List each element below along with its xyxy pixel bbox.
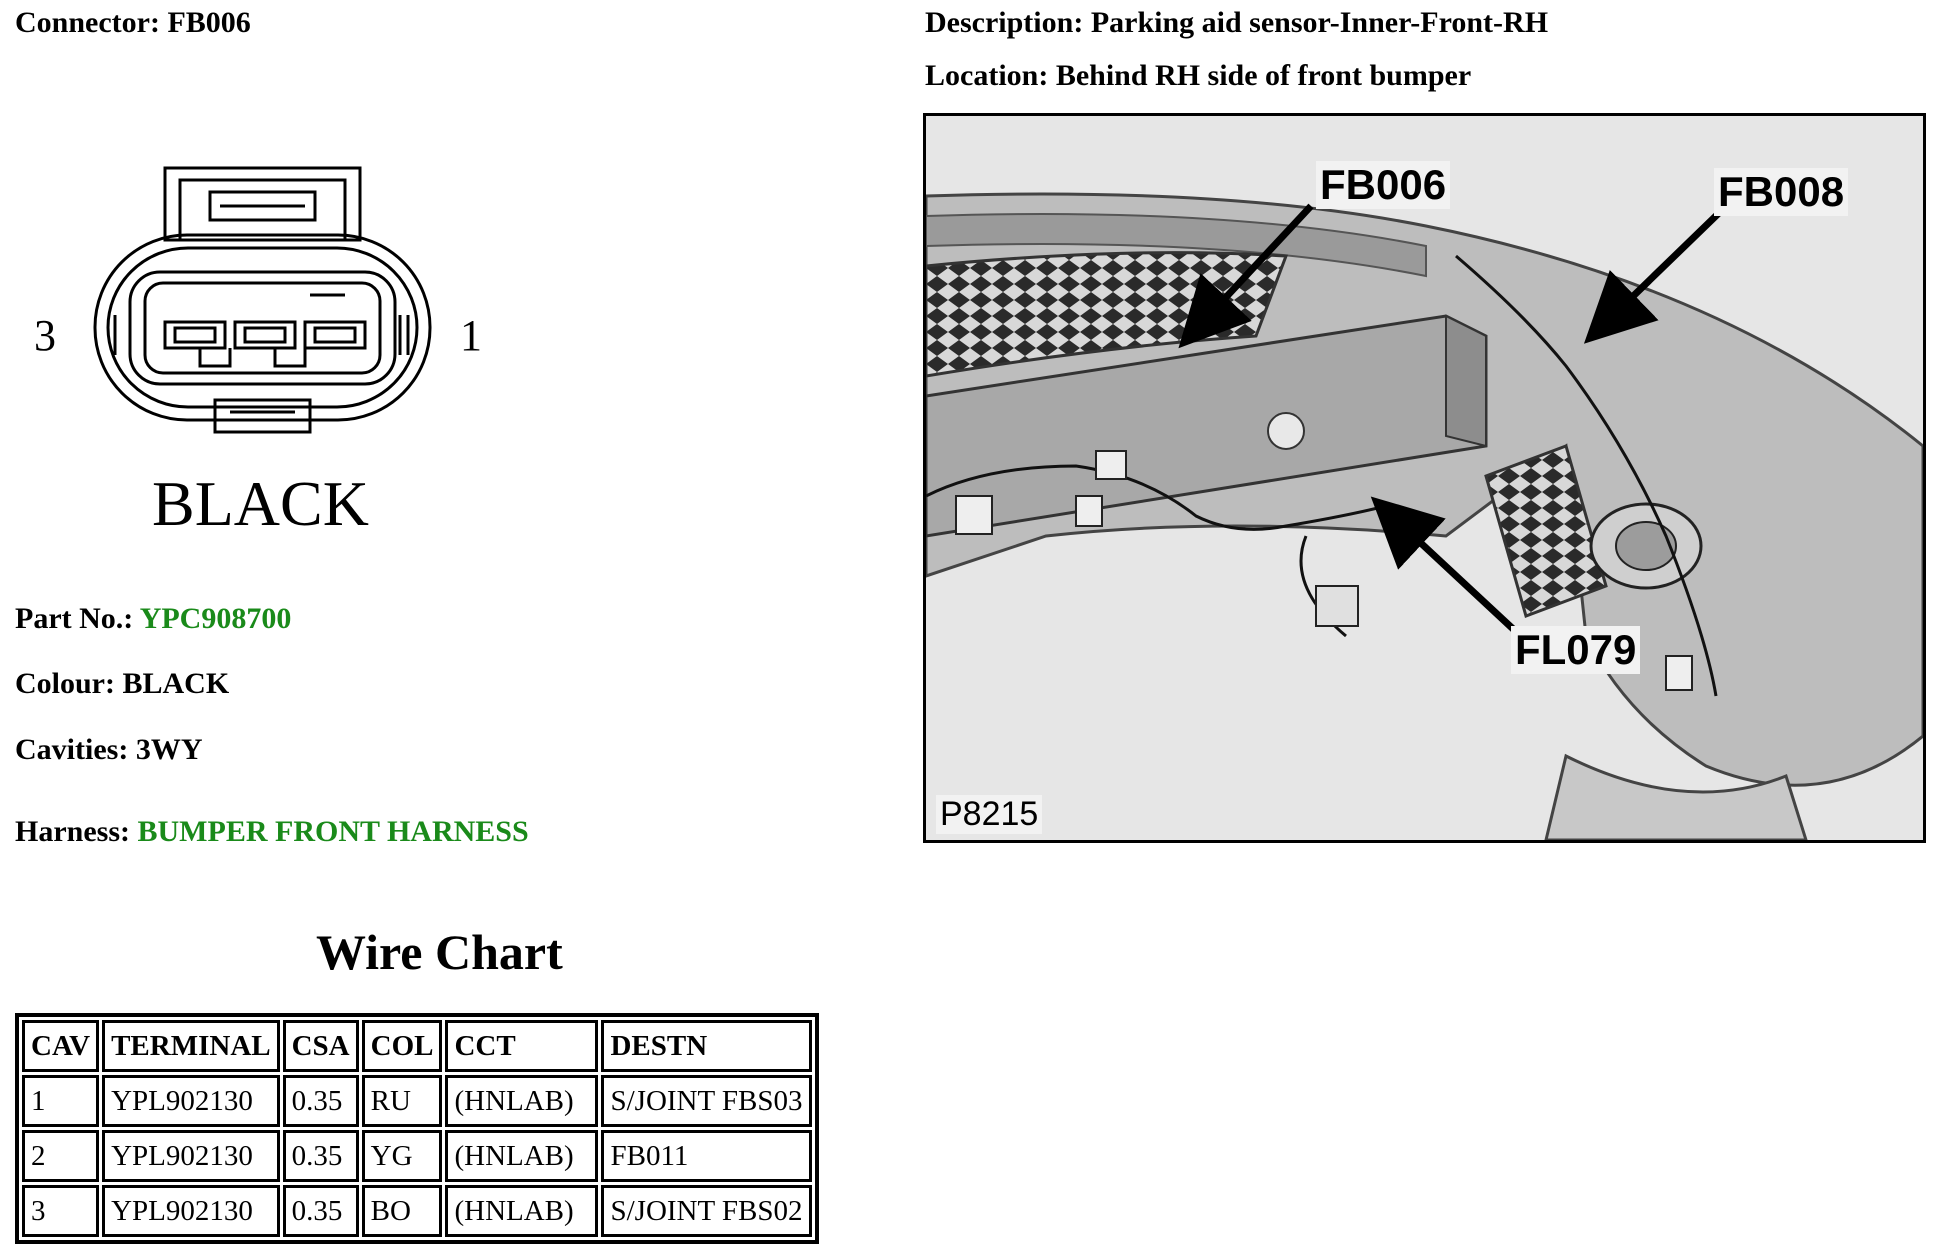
table-row: 3 YPL902130 0.35 BO (HNLAB) S/JOINT FBS0… (22, 1185, 812, 1237)
harness-wire (926, 464, 1387, 531)
callout-fb006: FB006 (1316, 161, 1451, 209)
cell-cct: (HNLAB) (445, 1185, 599, 1237)
cell-terminal: YPL902130 (102, 1185, 280, 1237)
table-row: 2 YPL902130 0.35 YG (HNLAB) FB011 (22, 1130, 812, 1182)
connector-label: Connector: FB006 (15, 6, 251, 39)
callout-arrow-fl079 (1370, 496, 1529, 644)
table-header-row: CAV TERMINAL CSA COL CCT DESTN (22, 1020, 812, 1072)
cell-col: RU (361, 1075, 443, 1127)
cell-terminal: YPL902130 (102, 1130, 280, 1182)
connector-id: FB006 (167, 6, 251, 39)
description-value: Parking aid sensor-Inner-Front-RH (1090, 6, 1549, 39)
wire-chart-title: Wire Chart (316, 924, 563, 980)
diagram-colour-label: BLACK (152, 468, 369, 539)
cell-csa: 0.35 (282, 1130, 359, 1182)
wire-chart-table: CAV TERMINAL CSA COL CCT DESTN 1 YPL9021… (15, 1013, 819, 1244)
callout-arrow-fb008 (1583, 208, 1724, 344)
description-label: Description: Parking aid sensor-Inner-Fr… (925, 6, 1549, 39)
colour-value: BLACK (122, 667, 230, 700)
cell-csa: 0.35 (282, 1185, 359, 1237)
callout-arrow-fb006 (1178, 203, 1314, 349)
harness-link[interactable]: BUMPER FRONT HARNESS (137, 815, 529, 848)
bumper-illustration (926, 192, 1923, 840)
callout-fb008: FB008 (1714, 168, 1849, 216)
header-terminal: TERMINAL (102, 1020, 280, 1072)
table-row: 1 YPL902130 0.35 RU (HNLAB) S/JOINT FBS0… (22, 1075, 812, 1127)
location-photo: FB006 FB008 FL079 P8215 (923, 113, 1926, 843)
cavities-line: Cavities: 3WY (15, 733, 203, 766)
part-number: Part No.: YPC908700 (15, 602, 292, 635)
cell-destn: S/JOINT FBS03 (601, 1075, 812, 1127)
header-destn: DESTN (601, 1020, 812, 1072)
cell-cav: 1 (22, 1075, 100, 1127)
cell-cct: (HNLAB) (445, 1130, 599, 1182)
pin-3-label: 3 (34, 311, 56, 360)
cavities-value: 3WY (135, 733, 203, 766)
cell-cct: (HNLAB) (445, 1075, 599, 1127)
colour-line: Colour: BLACK (15, 667, 230, 700)
cell-destn: FB011 (601, 1130, 812, 1182)
header-col: COL (361, 1020, 443, 1072)
harness-line: Harness: BUMPER FRONT HARNESS (15, 815, 529, 848)
location-label: Location: Behind RH side of front bumper (925, 59, 1472, 92)
pin-1-label: 1 (460, 311, 482, 360)
cell-terminal: YPL902130 (102, 1075, 280, 1127)
cell-csa: 0.35 (282, 1075, 359, 1127)
callout-fl079: FL079 (1511, 626, 1641, 674)
cell-destn: S/JOINT FBS02 (601, 1185, 812, 1237)
cell-cav: 2 (22, 1130, 100, 1182)
cell-cav: 3 (22, 1185, 100, 1237)
lower-grille (1484, 444, 1608, 618)
cell-col: YG (361, 1130, 443, 1182)
connector-face-diagram: 3 1 BLACK (34, 166, 482, 539)
photo-reference-id: P8215 (936, 795, 1043, 834)
header-cct: CCT (445, 1020, 599, 1072)
location-value: Behind RH side of front bumper (1055, 59, 1472, 92)
header-cav: CAV (22, 1020, 100, 1072)
part-number-link[interactable]: YPC908700 (139, 602, 292, 635)
cell-col: BO (361, 1185, 443, 1237)
header-csa: CSA (282, 1020, 359, 1072)
